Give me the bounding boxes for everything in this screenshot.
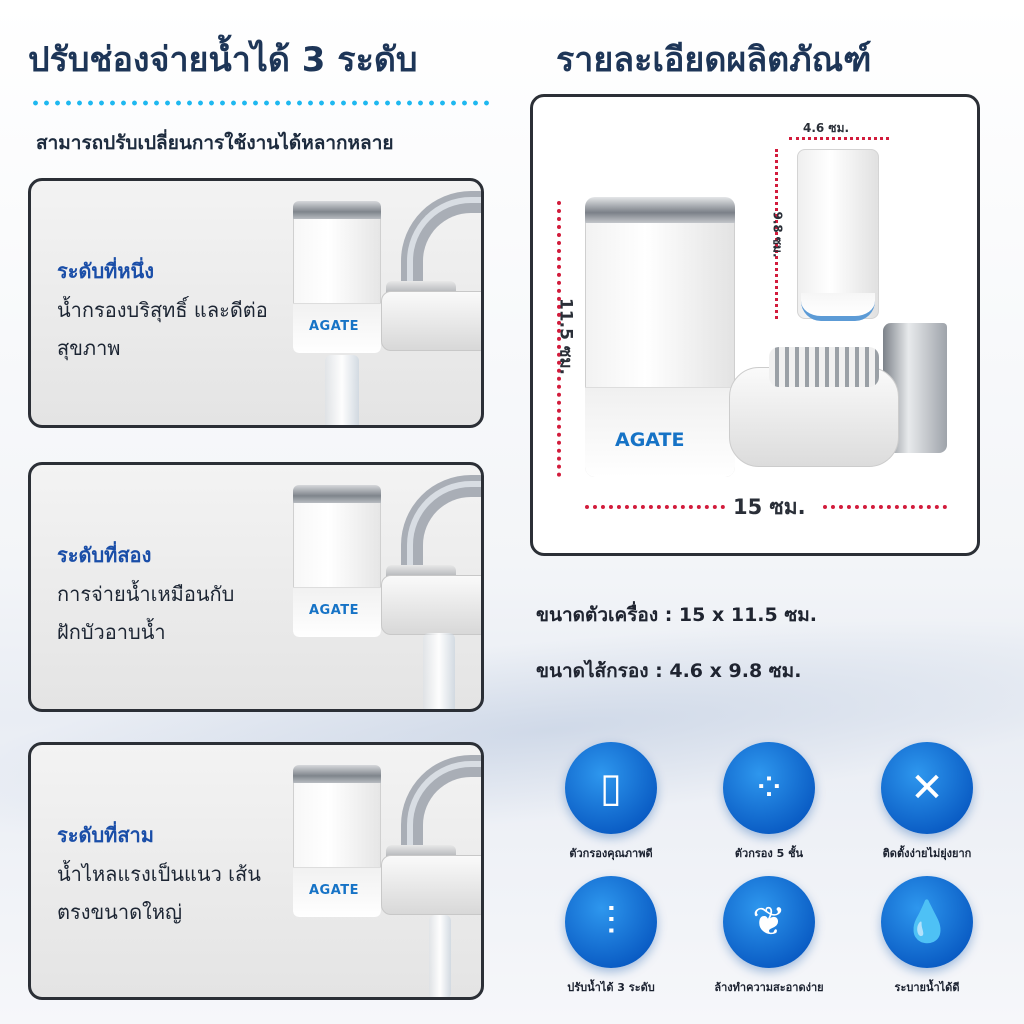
- leaf-drop-icon: ❦: [723, 876, 815, 968]
- filter-cap: [293, 201, 381, 219]
- cartridge-ring: [801, 293, 875, 321]
- feature-easy-clean: ❦ ล้างทำความสะอาดง่าย: [694, 876, 844, 996]
- product-dimension-card: 11.5 ซม. 15 ซม. AGATE 4.6 ซม. 9.8 ซม.: [530, 94, 980, 556]
- feature-good-drainage: 💧 ระบายน้ำได้ดี: [852, 876, 1002, 996]
- feature-five-layers: ⁘ ตัวกรอง 5 ชั้น: [694, 742, 844, 862]
- cartridge-height-label: 9.8 ซม.: [770, 211, 785, 258]
- filter-cap: [293, 765, 381, 783]
- brand-logo: AGATE: [309, 883, 360, 898]
- feature-label: ตัวกรองคุณภาพดี: [569, 847, 653, 860]
- level-name: ระดับที่สอง: [57, 543, 152, 567]
- dotted-divider: [30, 100, 490, 106]
- level-description: การจ่ายน้ำเหมือนกับ ฝักบัวอาบน้ำ: [57, 582, 235, 644]
- filter-base: [585, 387, 735, 477]
- filter-mount: [381, 575, 481, 635]
- feature-easy-install: ✕ ติดตั้งง่ายไม่ยุ่งยาก: [852, 742, 1002, 862]
- width-label: 15 ซม.: [733, 495, 806, 519]
- feature-label: ล้างทำความสะอาดง่าย: [714, 981, 824, 994]
- filter-cartridge-icon: ▯: [565, 742, 657, 834]
- brand-logo: AGATE: [309, 319, 360, 334]
- width-dimension-line-left: [585, 505, 725, 509]
- level-description: น้ำกรองบริสุทธิ์ และดีต่อสุขภาพ: [57, 298, 268, 360]
- width-dimension-line-right: [823, 505, 947, 509]
- spec-body-size: ขนาดตัวเครื่อง : 15 x 11.5 ซม.: [536, 604, 817, 626]
- height-dimension-line: [557, 201, 561, 477]
- filter-cap: [293, 485, 381, 503]
- level-card-three: ระดับที่สาม น้ำไหลแรงเป็นแนว เส้นตรงขนาด…: [28, 742, 484, 1000]
- water-stream-icon: ⫶: [565, 876, 657, 968]
- filter-knob: [769, 347, 879, 387]
- level-card-two: ระดับที่สอง การจ่ายน้ำเหมือนกับ ฝักบัวอา…: [28, 462, 484, 712]
- right-title: รายละเอียดผลิตภัณฑ์: [556, 40, 872, 80]
- feature-three-levels: ⫶ ปรับน้ำได้ 3 ระดับ: [536, 876, 686, 996]
- left-title: ปรับช่องจ่ายน้ำได้ 3 ระดับ: [28, 40, 418, 80]
- subtitle: สามารถปรับเปลี่ยนการใช้งานได้หลากหลาย: [36, 132, 394, 154]
- filter-base: [293, 587, 381, 637]
- water-jet: [429, 915, 451, 997]
- feature-quality-filter: ▯ ตัวกรองคุณภาพดี: [536, 742, 686, 862]
- cartridge-width-line: [789, 137, 889, 140]
- feature-label: ติดตั้งง่ายไม่ยุ่งยาก: [882, 847, 972, 860]
- cartridge-height-line: [775, 149, 779, 319]
- brand-logo: AGATE: [615, 429, 685, 451]
- brand-logo: AGATE: [309, 603, 360, 618]
- level-description: น้ำไหลแรงเป็นแนว เส้นตรงขนาดใหญ่: [57, 862, 261, 924]
- filter-base: [293, 303, 381, 353]
- water-stream: [325, 355, 359, 425]
- water-spray: [423, 633, 455, 709]
- level-name: ระดับที่สาม: [57, 823, 154, 847]
- filter-mount: [381, 291, 481, 351]
- level-card-one: ระดับที่หนึ่ง น้ำกรองบริสุทธิ์ และดีต่อส…: [28, 178, 484, 428]
- filter-mount: [381, 855, 481, 915]
- filter-base: [293, 867, 381, 917]
- height-label: 11.5 ซม.: [555, 297, 576, 376]
- tools-icon: ✕: [881, 742, 973, 834]
- feature-label: ตัวกรอง 5 ชั้น: [734, 847, 804, 860]
- filter-cap: [585, 197, 735, 223]
- cartridge-width-label: 4.6 ซม.: [803, 121, 850, 135]
- filter-cartridge: [797, 149, 879, 319]
- level-name: ระดับที่หนึ่ง: [57, 259, 154, 283]
- feature-label: ปรับน้ำได้ 3 ระดับ: [567, 981, 655, 994]
- feature-label: ระบายน้ำได้ดี: [894, 981, 960, 994]
- filter-layers-icon: ⁘: [723, 742, 815, 834]
- water-drop-icon: 💧: [881, 876, 973, 968]
- spec-cartridge-size: ขนาดไส้กรอง : 4.6 x 9.8 ซม.: [536, 660, 802, 682]
